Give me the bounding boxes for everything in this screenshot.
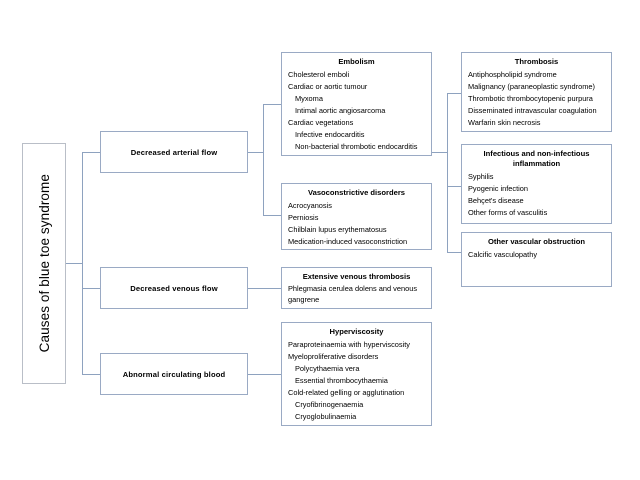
- connector-to-embolism: [263, 104, 281, 105]
- list-item: Cold-related gelling or agglutination: [288, 388, 405, 398]
- list-item: Polycythaemia vera: [295, 364, 360, 374]
- connector-level2-trunk: [82, 152, 83, 374]
- connector-to-inflammation: [447, 186, 461, 187]
- list-item: Calcific vasculopathy: [468, 250, 538, 260]
- connector-to-thrombosis: [447, 93, 461, 94]
- list-item: Essential thrombocythaemia: [295, 376, 388, 386]
- connector-to-venous: [82, 288, 101, 289]
- leaf-items: Calcific vasculopathy: [462, 249, 611, 261]
- leaf-title: Hyperviscosity: [329, 327, 384, 336]
- list-item: Cardiac vegetations: [288, 118, 354, 128]
- leaf-extensive-venous-thrombosis[interactable]: Extensive venous thrombosis Phlegmasia c…: [281, 267, 432, 309]
- connector-to-vasoconstrictive: [263, 215, 281, 216]
- list-item: Infective endocarditis: [295, 130, 365, 140]
- root-node[interactable]: Causes of blue toe syndrome: [22, 143, 66, 384]
- leaf-embolism[interactable]: Embolism Cholesterol emboli Cardiac or a…: [281, 52, 432, 156]
- leaf-items: Acrocyanosis Perniosis Chilblain lupus e…: [282, 200, 431, 248]
- connector-to-other-obstruction: [447, 252, 461, 253]
- list-item: Thrombotic thrombocytopenic purpura: [468, 94, 593, 104]
- leaf-title: Thrombosis: [514, 57, 559, 66]
- leaf-title: Vasoconstrictive disorders: [307, 188, 406, 197]
- list-item: Perniosis: [288, 213, 319, 223]
- list-item: Antiphospholipid syndrome: [468, 70, 557, 80]
- list-item: Cholesterol emboli: [288, 70, 350, 80]
- list-item: Malignancy (paraneoplastic syndrome): [468, 82, 595, 92]
- connector-embolism-stub: [432, 152, 448, 153]
- branch-label: Abnormal circulating blood: [122, 369, 226, 379]
- list-item: Behçet's disease: [468, 196, 524, 206]
- leaf-inflammation[interactable]: Infectious and non-infectious inflammati…: [461, 144, 612, 224]
- branch-decreased-venous-flow[interactable]: Decreased venous flow: [100, 267, 248, 309]
- connector-right-trunk: [447, 93, 448, 252]
- leaf-title: Extensive venous thrombosis: [302, 272, 411, 281]
- leaf-title: Other vascular obstruction: [487, 237, 586, 246]
- leaf-vasoconstrictive-disorders[interactable]: Vasoconstrictive disorders Acrocyanosis …: [281, 183, 432, 250]
- list-item: Other forms of vasculitis: [468, 208, 548, 218]
- branch-decreased-arterial-flow[interactable]: Decreased arterial flow: [100, 131, 248, 173]
- leaf-other-vascular-obstruction[interactable]: Other vascular obstruction Calcific vasc…: [461, 232, 612, 287]
- branch-abnormal-circulating-blood[interactable]: Abnormal circulating blood: [100, 353, 248, 395]
- list-item: Pyogenic infection: [468, 184, 528, 194]
- list-item: Myxoma: [295, 94, 323, 104]
- connector-to-hyperviscosity: [248, 374, 281, 375]
- connector-root-stub: [65, 263, 83, 264]
- list-item: Syphilis: [468, 172, 494, 182]
- list-item: Warfarin skin necrosis: [468, 118, 541, 128]
- leaf-items: Paraproteinaemia with hyperviscosity Mye…: [282, 339, 431, 423]
- list-item: Cryofibrinogenaemia: [295, 400, 364, 410]
- leaf-items: Antiphospholipid syndrome Malignancy (pa…: [462, 69, 611, 129]
- list-item: Disseminated intravascular coagulation: [468, 106, 597, 116]
- list-item: Myeloproliferative disorders: [288, 352, 379, 362]
- list-item: Medication-induced vasoconstriction: [288, 237, 408, 247]
- connector-to-arterial: [82, 152, 101, 153]
- branch-label: Decreased arterial flow: [130, 147, 218, 157]
- list-item: Non-bacterial thrombotic endocarditis: [295, 142, 418, 151]
- leaf-items: Phlegmasia cerulea dolens and venous gan…: [282, 284, 431, 305]
- list-item: Cardiac or aortic tumour: [288, 82, 368, 92]
- list-item: Acrocyanosis: [288, 201, 332, 211]
- list-item: Cryoglobulinaemia: [295, 412, 357, 421]
- leaf-title: Embolism: [338, 57, 375, 66]
- list-item: Chilblain lupus erythematosus: [288, 225, 387, 235]
- root-label: Causes of blue toe syndrome: [36, 174, 52, 353]
- leaf-hyperviscosity[interactable]: Hyperviscosity Paraproteinaemia with hyp…: [281, 322, 432, 426]
- leaf-title: Infectious and non-infectious inflammati…: [483, 149, 590, 169]
- connector-arterial-trunk: [263, 104, 264, 215]
- branch-label: Decreased venous flow: [130, 283, 218, 293]
- leaf-items: Syphilis Pyogenic infection Behçet's dis…: [462, 171, 611, 219]
- list-item: Phlegmasia cerulea dolens and venous gan…: [288, 284, 418, 304]
- list-item: Intimal aortic angiosarcoma: [295, 106, 386, 116]
- leaf-items: Cholesterol emboli Cardiac or aortic tum…: [282, 69, 431, 153]
- connector-to-abnormal: [82, 374, 101, 375]
- list-item: Paraproteinaemia with hyperviscosity: [288, 340, 410, 350]
- leaf-thrombosis[interactable]: Thrombosis Antiphospholipid syndrome Mal…: [461, 52, 612, 132]
- connector-arterial-stub: [248, 152, 264, 153]
- connector-to-venous-thrombosis: [248, 288, 281, 289]
